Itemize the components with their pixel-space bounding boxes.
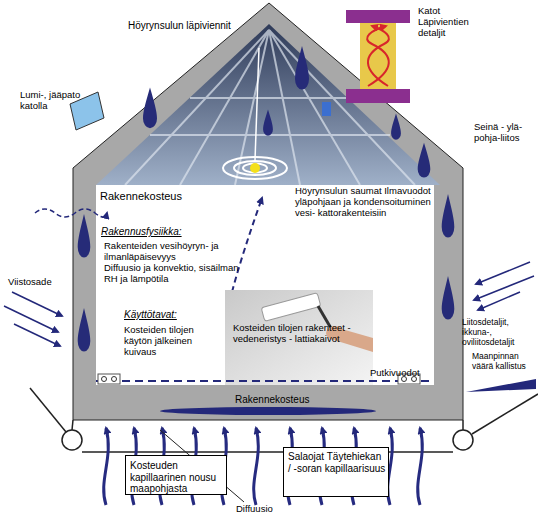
box-text: Salaojat Täytehiekan / -soran kapillaari… (288, 451, 386, 474)
rise-arrow (418, 428, 423, 505)
annotation-label: Katot Läpivientien detaljit (418, 6, 480, 39)
box-text: Diffuusio ja konvektio, sisäilman RH ja … (104, 263, 240, 285)
vapour-barrier-detail (322, 102, 331, 116)
joist (190, 97, 350, 99)
ground-line (30, 388, 66, 432)
ground-line (82, 451, 453, 453)
box-text: Kosteiden tilojen rakenteet - vedenerist… (233, 323, 358, 345)
box-text: Kosteuden kapillaarinen nousu maapohjast… (130, 460, 222, 495)
moisture-drop (295, 46, 309, 90)
ground-line (462, 420, 464, 430)
rise-arrow (104, 428, 109, 505)
vent-fan (102, 377, 107, 382)
box-text: Rakennusfysiikka: (101, 226, 182, 238)
paint-roller (261, 293, 321, 322)
airflow-arrow (368, 26, 389, 86)
lamp (250, 163, 260, 173)
rain-arrow (4, 306, 58, 332)
moisture-drop (263, 110, 273, 136)
annotation-label: Maanpinnan väärä kallistus (472, 352, 536, 372)
lamp-ring (223, 157, 287, 179)
lamp-cable (255, 48, 259, 160)
annotation-label: Liitosdetaljit, ikkuna-, oviliitosdetalj… (462, 318, 538, 347)
moisture-drop (442, 194, 455, 238)
box-text: Käyttötavat: (124, 309, 177, 321)
drain-pipe (62, 430, 82, 450)
moisture-drop (442, 276, 455, 320)
house-outline (73, 3, 463, 420)
wet-room-photo (225, 290, 373, 385)
capillary-arrows (104, 428, 423, 505)
rain-arrow (12, 292, 62, 316)
moisture-drop (78, 214, 91, 258)
annotation-label: Viistosade (8, 277, 52, 288)
note-box: Salaojat Täytehiekan / -soran kapillaari… (283, 447, 389, 497)
annotation-label: Rakennekosteus (235, 394, 310, 406)
interior-panel (96, 185, 434, 385)
box-text: Rakenteiden vesihöyryn- ja ilmanläpäisev… (104, 241, 244, 263)
chimney-flange (346, 89, 410, 103)
lamp-ring (243, 164, 267, 173)
ground-slope-arrow (466, 379, 536, 392)
rain-arrow (474, 276, 534, 300)
ground-line (72, 420, 73, 430)
rise-arrow (254, 428, 259, 505)
box-text: Kosteiden tilojen käytön jälkeinen kuiva… (124, 325, 208, 358)
rain-arrow (478, 292, 520, 310)
chimney-cap (346, 10, 410, 23)
annotation-label: Diffuusio (236, 504, 273, 515)
drain-pipe (453, 430, 473, 450)
chimney-flue (360, 23, 396, 89)
annotation-label: Seinä - ylä- pohja-liitos (474, 122, 538, 144)
box-text: Höyrynsulun saumat Ilmavuodot yläpohjaan… (295, 186, 431, 219)
ground-line (472, 394, 538, 434)
moisture-drop (78, 308, 91, 352)
moisture-drop (143, 88, 157, 129)
box-text: Rakennekosteus (100, 190, 182, 203)
vent (98, 374, 120, 384)
interior-panel: Rakennekosteus Höyrynsulun saumat Ilmavuo… (96, 185, 434, 385)
air-leak-arrow (232, 198, 262, 292)
rafter (269, 30, 300, 185)
box-text: Putkivuodot (370, 368, 420, 379)
wind-arrow (35, 209, 107, 217)
rain-arrow (14, 324, 60, 346)
floor-line (96, 380, 434, 382)
vent-fan (112, 377, 117, 382)
annotation-label: Lumi-, jääpato katolla (20, 90, 98, 112)
note-box: Kosteuden kapillaarinen nousu maapohjast… (125, 455, 227, 495)
slab-moisture (160, 407, 376, 415)
moisture-drop (391, 114, 401, 140)
airflow-arrow (367, 26, 389, 86)
annotation-label: Höyrynsulun läpiviennit (128, 20, 231, 32)
attic-insulation (96, 24, 440, 185)
moisture-drop (418, 143, 431, 178)
lamp-ring (234, 161, 276, 175)
